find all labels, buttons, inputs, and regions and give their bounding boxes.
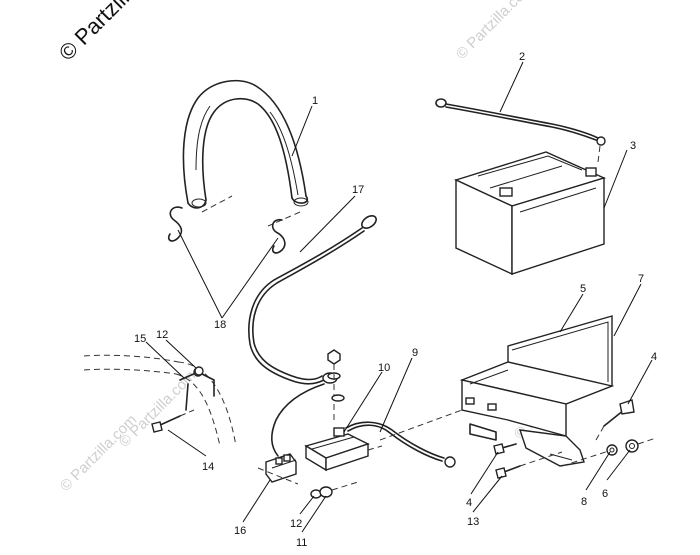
s-hooks xyxy=(167,206,286,254)
watermark-main: © Partzilla.com xyxy=(54,0,177,66)
callout-6: 6 xyxy=(602,488,608,500)
callout-3: 3 xyxy=(630,140,636,152)
callout-2: 2 xyxy=(519,51,525,63)
callout-10: 10 xyxy=(378,362,390,374)
lower-fasteners xyxy=(257,467,359,499)
callout-12-lower: 12 xyxy=(290,518,302,530)
watermark-faint-bottom-left: © Partzilla.com xyxy=(57,411,140,494)
callout-4-lower: 4 xyxy=(466,497,472,509)
nut-stack xyxy=(327,349,345,420)
callout-15: 15 xyxy=(134,333,146,345)
regulator-wire xyxy=(345,421,456,468)
callout-17: 17 xyxy=(352,184,364,196)
callout-13: 13 xyxy=(467,516,479,528)
callout-5: 5 xyxy=(580,283,586,295)
callout-12-upper: 12 xyxy=(156,329,168,341)
voltage-regulator xyxy=(304,427,383,472)
callout-9: 9 xyxy=(412,347,418,359)
callout-11: 11 xyxy=(296,537,307,549)
callout-14: 14 xyxy=(202,461,214,473)
battery-cable-negative xyxy=(435,98,606,163)
callout-16: 16 xyxy=(234,525,246,537)
callout-7: 7 xyxy=(638,273,644,285)
callout-labels: 1 2 3 17 5 7 18 15 12 9 10 4 14 8 6 4 13… xyxy=(134,51,657,549)
frame-fasteners xyxy=(151,366,204,433)
right-fasteners xyxy=(595,399,657,456)
battery-box xyxy=(379,315,619,467)
callout-18: 18 xyxy=(214,319,226,331)
callout-1: 1 xyxy=(312,95,318,107)
hold-down-strap xyxy=(182,79,309,227)
leader-lines xyxy=(145,61,653,533)
connector xyxy=(265,383,325,483)
lower-bolts xyxy=(493,443,563,479)
battery xyxy=(454,151,606,276)
battery-cable-positive xyxy=(248,215,377,385)
callout-8: 8 xyxy=(581,496,587,508)
callout-4-right: 4 xyxy=(651,351,657,363)
